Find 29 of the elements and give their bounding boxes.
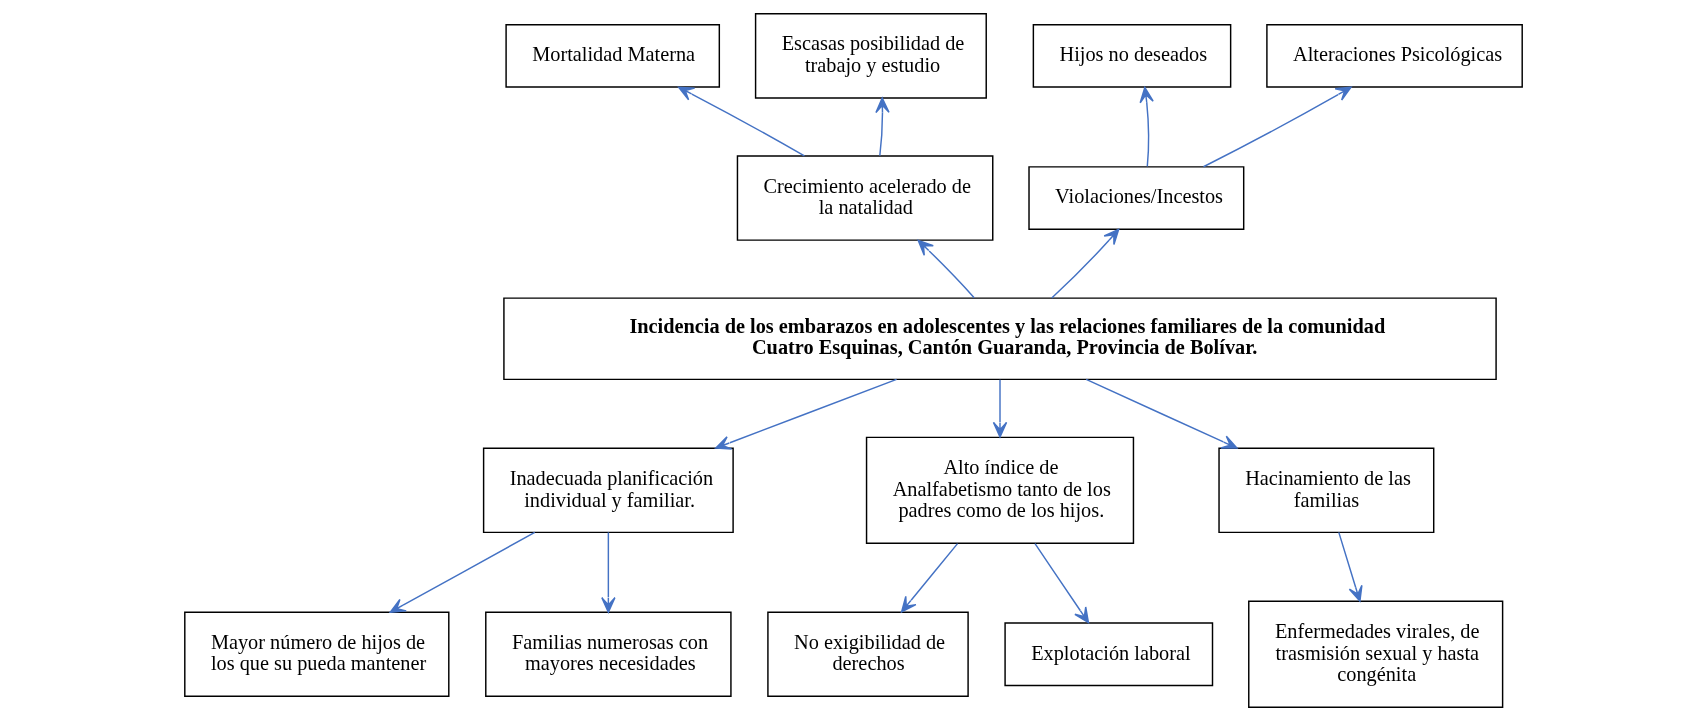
arrow (900, 542, 959, 613)
arrow (389, 531, 536, 613)
node-box: Mayor número de hijos de los que su pueda mantener (184, 611, 450, 698)
node-box: Alto índice de Analfabetismo tanto de los padres como de los hijos. (865, 436, 1135, 544)
node-box: Inadecuada planificación individual y familiar. (482, 447, 734, 534)
node-box: No exigibilidad de derechos (767, 611, 969, 698)
arrow (1338, 531, 1363, 602)
arrow (601, 531, 616, 613)
arrow (917, 239, 975, 299)
arrow (875, 97, 890, 157)
node-box: Hijos no deseados (1032, 23, 1232, 88)
arrow (1202, 86, 1352, 168)
node-box: Incidencia de los embarazos en adolescentes y las relaciones familiares de la comunidad Cuatro Esquinas, Cantón Guaranda, Provincia de Bolívar. (503, 297, 1497, 381)
arrow (1034, 542, 1090, 624)
arrow (1085, 378, 1238, 449)
node-box: Hacinamiento de las familias (1218, 447, 1435, 534)
node-box: Crecimiento acelerado de la natalidad (736, 155, 994, 241)
node-box: Enfermedades virales, de trasmisión sexual y hasta congénita (1248, 600, 1504, 708)
arrow (1051, 228, 1120, 299)
arrow (715, 378, 898, 450)
arrow (992, 378, 1008, 438)
arrow (1139, 86, 1154, 168)
arrow (678, 86, 806, 157)
node-box: Violaciones/Incestos (1028, 166, 1245, 230)
node-box: Escasas posibilidad de trabajo y estudio (754, 13, 987, 99)
node-box: Mortalidad Materna (505, 23, 721, 88)
node-box: Explotación laboral (1004, 622, 1214, 687)
node-box: Alteraciones Psicológicas (1266, 23, 1523, 88)
node-box: Familias numerosas con mayores necesidades (485, 611, 732, 698)
